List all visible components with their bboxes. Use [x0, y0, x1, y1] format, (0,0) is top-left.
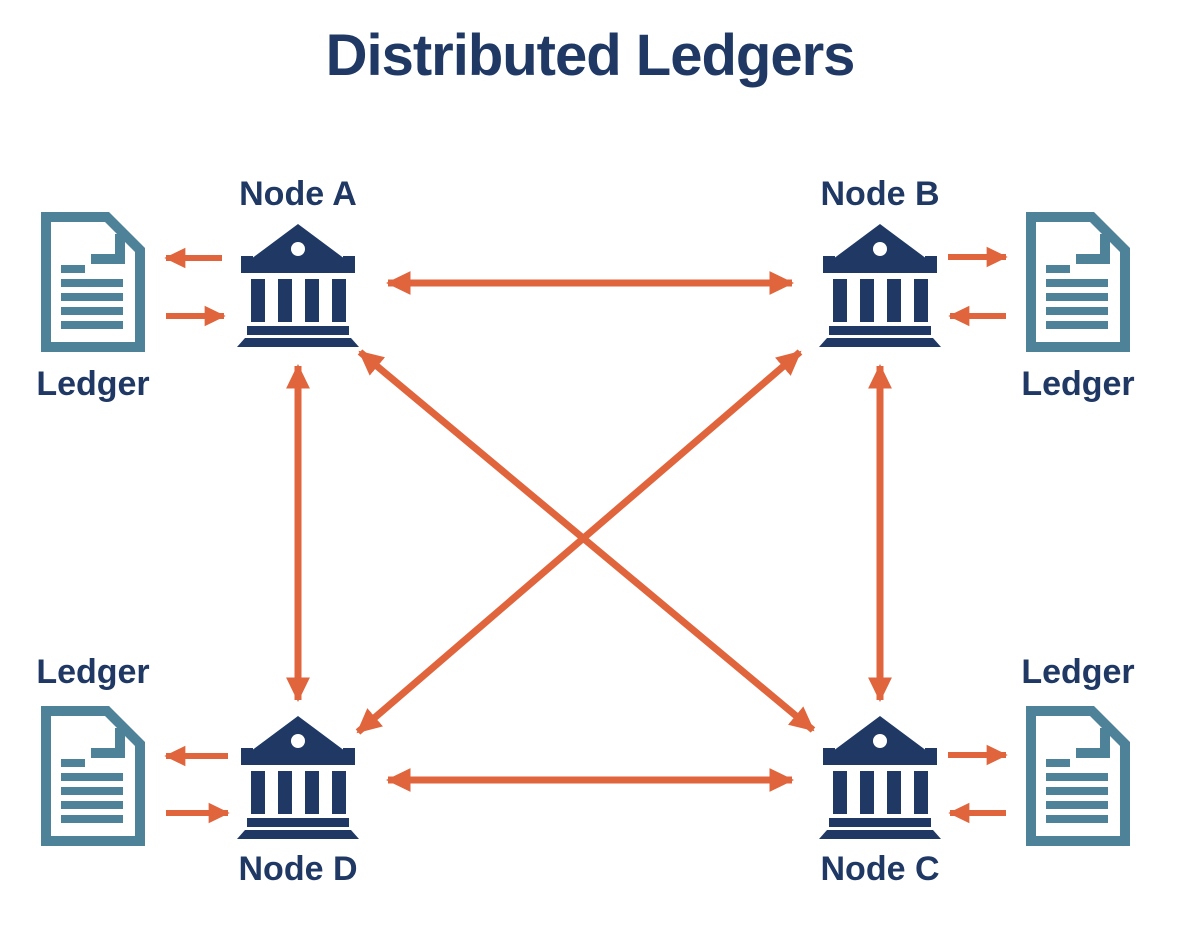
- bank-icon: [819, 716, 941, 839]
- ledger-a: Ledger: [18, 212, 168, 404]
- node-a: Node A: [223, 174, 373, 347]
- bank-icon: [237, 224, 359, 347]
- node-d-label: Node D: [238, 850, 358, 888]
- ledger-document-icon: [1026, 706, 1130, 846]
- node-d: Node D: [223, 714, 373, 889]
- bank-icon: [237, 716, 359, 839]
- node-b: Node B: [805, 174, 955, 347]
- ledger-d-label: Ledger: [36, 653, 150, 691]
- ledger-document-icon: [1026, 212, 1130, 352]
- ledger-b-label: Ledger: [1021, 365, 1135, 403]
- ledger-document-icon: [41, 212, 145, 352]
- ledger-c: Ledger: [1003, 652, 1153, 846]
- ledger-c-label: Ledger: [1021, 653, 1135, 691]
- bank-icon: [819, 224, 941, 347]
- node-c-label: Node C: [820, 850, 940, 888]
- diagram-title: Distributed Ledgers: [325, 23, 856, 88]
- node-c: Node C: [805, 714, 955, 889]
- ledger-a-label: Ledger: [36, 365, 150, 403]
- arrow-node-b-to-node-d: [355, 349, 803, 735]
- ledger-d: Ledger: [18, 652, 168, 846]
- node-b-label: Node B: [820, 175, 940, 213]
- ledger-b: Ledger: [1003, 212, 1153, 404]
- ledger-document-icon: [41, 706, 145, 846]
- node-a-label: Node A: [239, 175, 357, 213]
